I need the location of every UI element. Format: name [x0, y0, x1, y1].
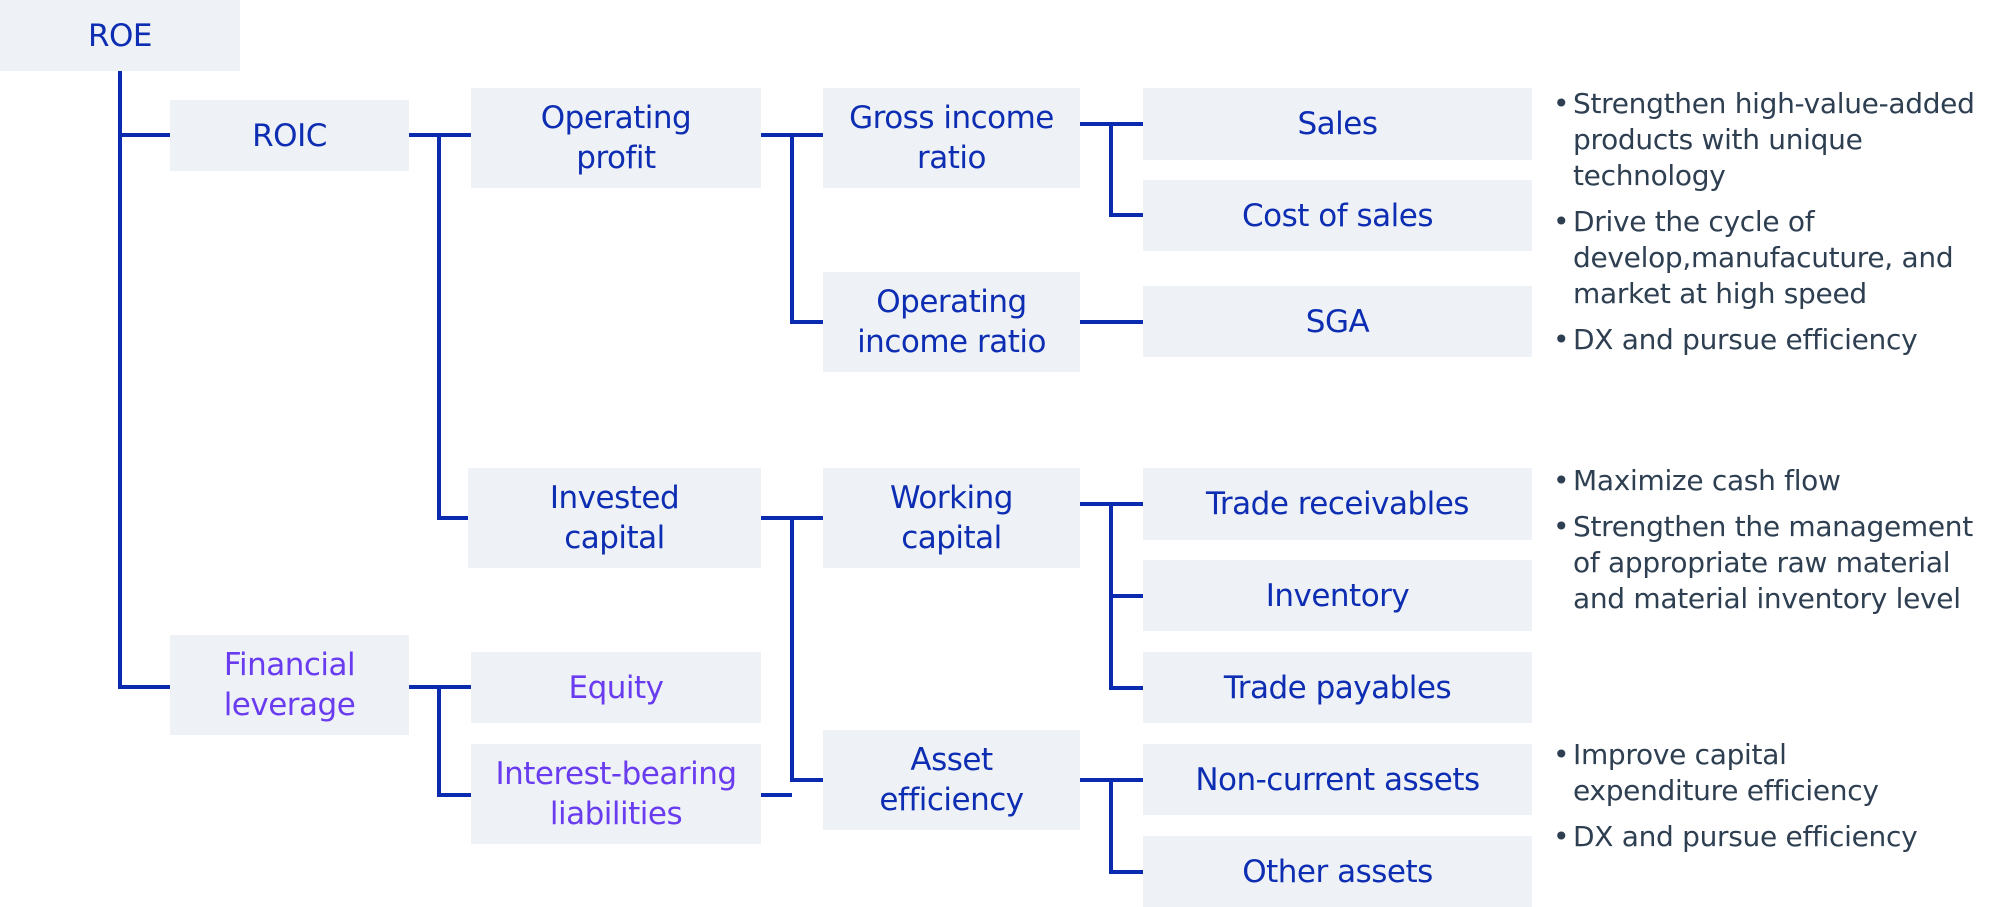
bullet-icon: • — [1553, 323, 1570, 356]
note-text: Drive the cycle of develop,manufacuture,… — [1573, 205, 1954, 310]
node-label: Gross income ratio — [849, 100, 1054, 176]
node-label: Asset efficiency — [879, 742, 1024, 818]
node-financial-leverage: Financial leverage — [170, 635, 409, 735]
node-label: Non-current assets — [1195, 761, 1480, 798]
note-text: Strengthen high-value-added products wit… — [1573, 87, 1975, 192]
node-roic: ROIC — [170, 100, 409, 171]
node-label: SGA — [1305, 303, 1370, 340]
node-asset-efficiency: Asset efficiency — [823, 730, 1080, 830]
node-cost-of-sales: Cost of sales — [1143, 180, 1532, 251]
node-operating-profit: Operating profit — [471, 88, 761, 188]
note-item: •DX and pursue efficiency — [1553, 322, 1983, 358]
node-sales: Sales — [1143, 88, 1532, 160]
notes-assets: •Improve capital expenditure efficiency … — [1553, 737, 1953, 865]
bullet-icon: • — [1553, 464, 1570, 497]
bullet-icon: • — [1553, 510, 1570, 543]
node-interest-bearing-liabilities: Interest-bearing liabilities — [471, 744, 761, 844]
note-item: •Drive the cycle of develop,manufacuture… — [1553, 204, 1983, 312]
node-label: Other assets — [1242, 853, 1433, 890]
bullet-icon: • — [1553, 820, 1570, 853]
note-item: •DX and pursue efficiency — [1553, 819, 1953, 855]
node-label: ROIC — [252, 117, 327, 154]
notes-working-capital: •Maximize cash flow •Strengthen the mana… — [1553, 463, 2000, 627]
node-label: Financial leverage — [223, 647, 356, 723]
bullet-icon: • — [1553, 87, 1570, 120]
node-equity: Equity — [471, 652, 761, 723]
note-text: Strengthen the management of appropriate… — [1573, 510, 1973, 615]
node-roe: ROE — [0, 0, 240, 71]
node-label: Trade receivables — [1206, 486, 1469, 522]
node-label: ROE — [87, 17, 153, 54]
note-item: •Maximize cash flow — [1553, 463, 2000, 499]
note-text: Maximize cash flow — [1573, 464, 1841, 497]
node-label: Interest-bearing liabilities — [495, 756, 737, 832]
node-invested-capital: Invested capital — [468, 468, 761, 568]
node-label: Invested capital — [549, 480, 680, 556]
node-working-capital: Working capital — [823, 468, 1080, 568]
node-label: Cost of sales — [1242, 197, 1434, 234]
node-label: Working capital — [890, 480, 1013, 556]
node-other-assets: Other assets — [1143, 836, 1532, 907]
note-text: DX and pursue efficiency — [1573, 323, 1918, 356]
note-item: •Strengthen the management of appropriat… — [1553, 509, 2000, 617]
node-label: Sales — [1297, 106, 1378, 142]
node-label: Trade payables — [1223, 669, 1452, 706]
node-label: Operating profit — [540, 100, 692, 176]
bullet-icon: • — [1553, 205, 1570, 238]
node-trade-payables: Trade payables — [1143, 652, 1532, 723]
node-label: Equity — [568, 669, 664, 706]
node-label: Inventory — [1265, 577, 1410, 614]
note-item: •Strengthen high-value-added products wi… — [1553, 86, 1983, 194]
node-gross-income-ratio: Gross income ratio — [823, 88, 1080, 188]
node-label: Operating income ratio — [857, 284, 1046, 360]
bullet-icon: • — [1553, 738, 1570, 771]
node-inventory: Inventory — [1143, 560, 1532, 631]
note-text: DX and pursue efficiency — [1573, 820, 1918, 853]
note-text: Improve capital expenditure efficiency — [1573, 738, 1879, 807]
node-sga: SGA — [1143, 286, 1532, 357]
node-operating-income-ratio: Operating income ratio — [823, 272, 1080, 372]
notes-profit: •Strengthen high-value-added products wi… — [1553, 86, 1983, 368]
note-item: •Improve capital expenditure efficiency — [1553, 737, 1953, 809]
node-non-current-assets: Non-current assets — [1143, 744, 1532, 815]
node-trade-receivables: Trade receivables — [1143, 468, 1532, 540]
